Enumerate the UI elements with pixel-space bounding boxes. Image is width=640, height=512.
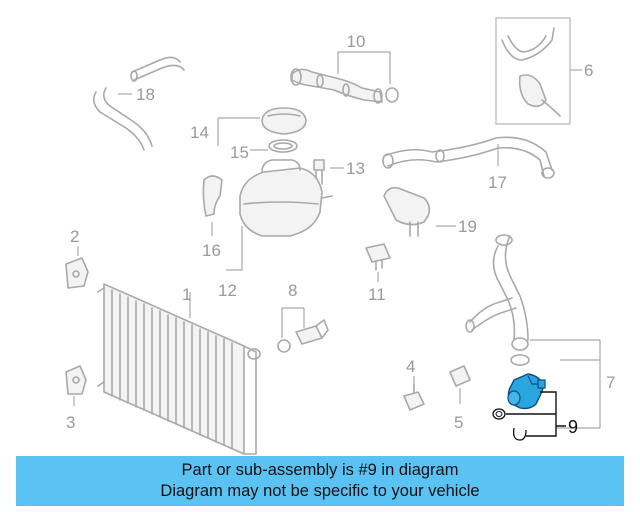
part-9-thermostat-housing[interactable] — [507, 373, 546, 410]
callout-19: 19 — [458, 217, 477, 236]
part-14-cap[interactable] — [261, 107, 307, 135]
part-1-radiator[interactable] — [97, 283, 261, 455]
part-9-clip[interactable] — [512, 427, 527, 441]
callout-15: 15 — [230, 143, 249, 162]
info-banner: Part or sub-assembly is #9 in diagram Di… — [16, 456, 624, 506]
callout-2: 2 — [70, 227, 79, 246]
part-10-hose[interactable] — [290, 68, 399, 104]
callout-3: 3 — [66, 413, 75, 432]
part-16-hose[interactable] — [202, 175, 223, 217]
part-4-sensor[interactable] — [403, 383, 425, 411]
callout-1: 1 — [182, 285, 191, 304]
callout-16: 16 — [202, 241, 221, 260]
part-7-hose-assembly[interactable] — [465, 234, 530, 366]
callout-8: 8 — [288, 281, 297, 300]
part-8-sensor[interactable] — [277, 319, 329, 353]
callout-4: 4 — [406, 357, 415, 376]
callout-11: 11 — [368, 285, 386, 304]
callout-7: 7 — [606, 373, 615, 392]
banner-line-1: Part or sub-assembly is #9 in diagram — [181, 461, 459, 479]
part-15-seal[interactable] — [268, 139, 298, 153]
part-11-connector[interactable] — [365, 243, 391, 271]
part-12-reservoir[interactable] — [239, 159, 333, 237]
callout-17: 17 — [488, 173, 507, 192]
callout-14: 14 — [190, 123, 209, 142]
part-17-hose[interactable] — [382, 136, 555, 179]
parts-diagram: 10 18 14 15 13 17 — [65, 17, 615, 455]
part-5-connector[interactable] — [449, 365, 471, 387]
part-18-hose[interactable] — [92, 56, 185, 151]
callout-9: 9 — [568, 417, 578, 437]
callout-5: 5 — [454, 413, 463, 432]
part-3-bracket[interactable] — [65, 365, 87, 395]
part-2-bracket[interactable] — [65, 257, 89, 289]
callout-12: 12 — [218, 281, 237, 300]
callout-6: 6 — [584, 61, 593, 80]
callout-18: 18 — [136, 85, 155, 104]
banner-line-2: Diagram may not be specific to your vehi… — [160, 482, 480, 500]
callout-10: 10 — [347, 32, 366, 51]
part-19-valve[interactable] — [383, 186, 431, 237]
part-6-assembly[interactable] — [495, 17, 571, 125]
part-9-seal[interactable] — [492, 408, 506, 420]
callout-13: 13 — [346, 159, 365, 178]
